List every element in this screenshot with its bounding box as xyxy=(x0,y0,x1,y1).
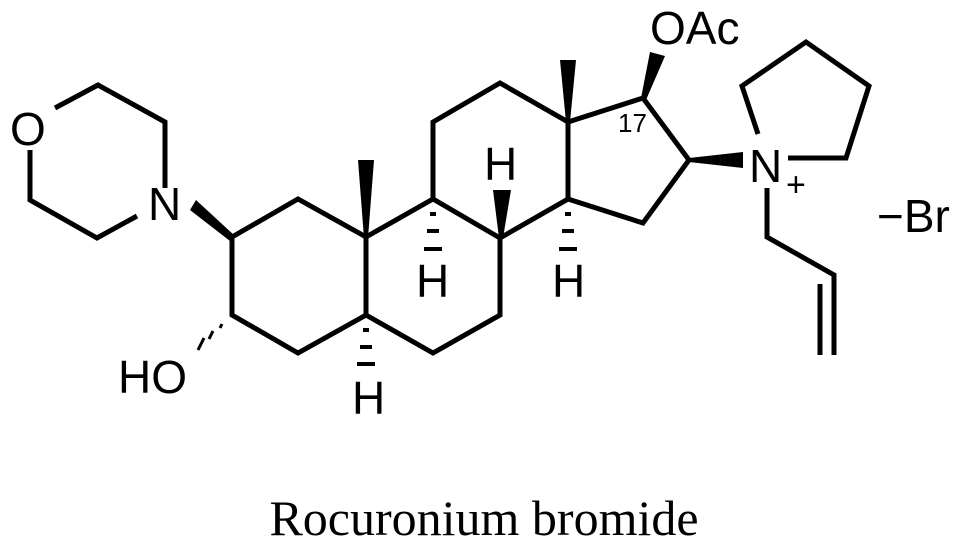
hashed-bond-c5-h xyxy=(357,328,375,366)
allyl-group xyxy=(764,188,837,355)
wedge-bond-c2-n xyxy=(190,200,235,241)
morpholine-nitrogen-label: N xyxy=(148,178,181,230)
hashed-bond-c3-oh xyxy=(196,323,224,351)
positive-charge-label: + xyxy=(786,166,806,204)
wedge-methyl-c10 xyxy=(358,160,374,238)
morpholine-oxygen-label: O xyxy=(10,103,46,155)
wedge-bond-c16-n xyxy=(689,152,743,168)
ring-a xyxy=(229,196,369,356)
hydroxyl-label: HO xyxy=(118,351,187,403)
wedge-methyl-c13 xyxy=(560,60,576,122)
figure-caption: Rocuronium bromide xyxy=(269,490,698,543)
c9-hydrogen-label: H xyxy=(416,255,449,307)
c5-hydrogen-label: H xyxy=(352,372,385,424)
c8-hydrogen-label: H xyxy=(484,138,517,190)
ring-b xyxy=(364,196,503,356)
acetate-label: OAc xyxy=(650,2,739,54)
wedge-bond-c17-oac xyxy=(641,52,665,100)
c14-hydrogen-label: H xyxy=(552,255,585,307)
bromide-counterion-label: −Br xyxy=(877,190,950,242)
quaternary-nitrogen-label: N xyxy=(749,140,782,192)
pyrrolidine-ring xyxy=(739,38,872,161)
hashed-bond-c9-h xyxy=(424,212,442,251)
wedge-bond-c8-h xyxy=(493,190,511,238)
hashed-bond-c14-h xyxy=(559,212,577,251)
locant-17-label: 17 xyxy=(618,108,647,138)
morpholine-ring: O N xyxy=(10,82,181,241)
ring-c xyxy=(430,80,571,241)
